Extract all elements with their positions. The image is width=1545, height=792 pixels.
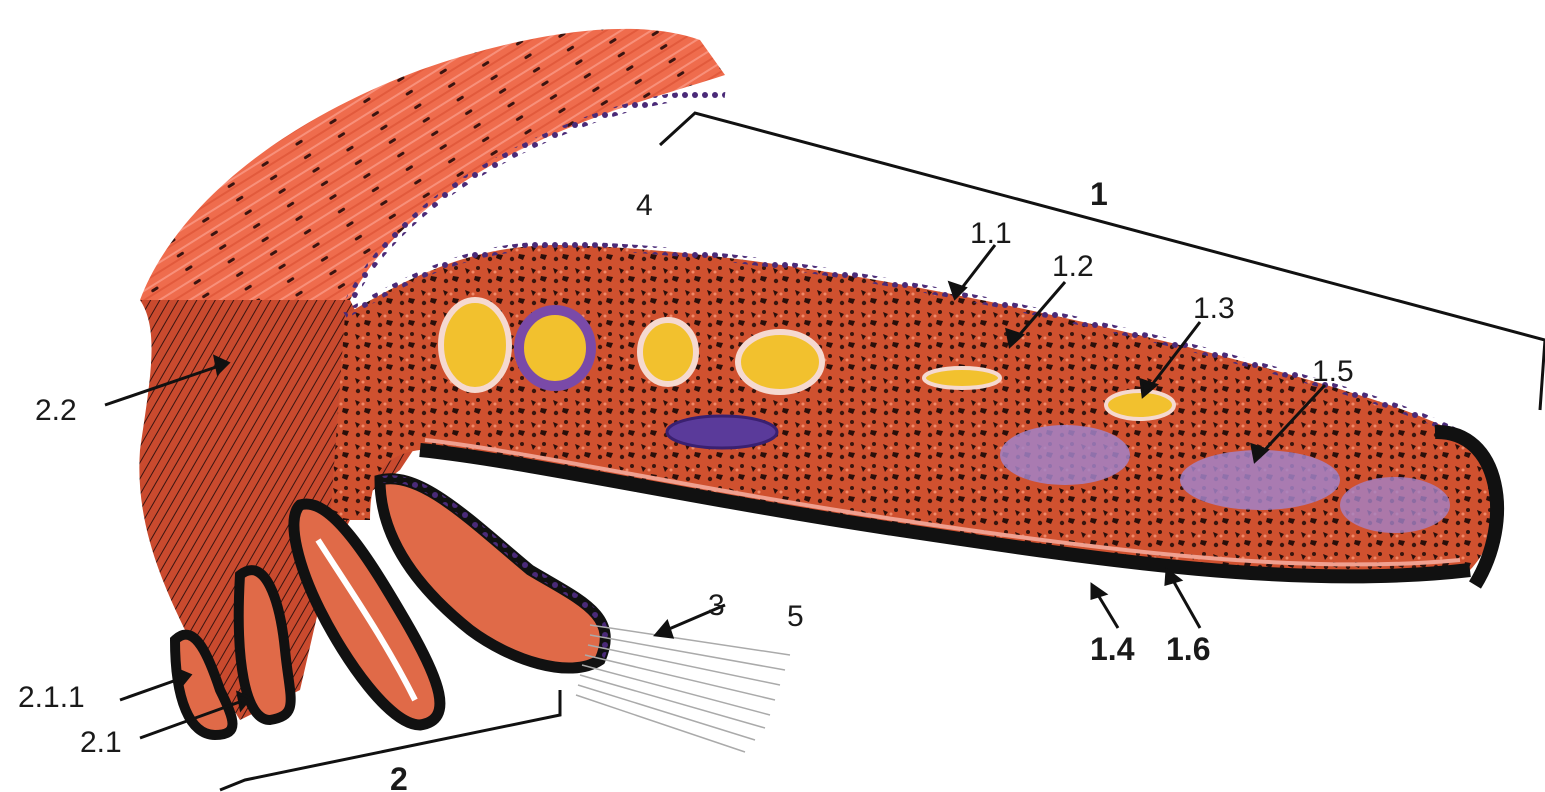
label-1-1: 1.1 <box>970 217 1012 250</box>
label-2-1-1: 2.1.1 <box>18 681 85 714</box>
label-1-5: 1.5 <box>1312 355 1354 388</box>
label-2: 2 <box>390 761 408 792</box>
label-5: 5 <box>787 600 804 633</box>
label-1-2: 1.2 <box>1052 250 1094 283</box>
label-1: 1 <box>1090 176 1108 212</box>
label-4: 4 <box>636 189 653 222</box>
label-1-6: 1.6 <box>1166 631 1210 667</box>
label-2-1: 2.1 <box>80 726 122 759</box>
label-2-2: 2.2 <box>35 394 77 427</box>
label-1-3: 1.3 <box>1193 292 1235 325</box>
label-1-4: 1.4 <box>1090 631 1135 667</box>
label-3: 3 <box>708 589 725 622</box>
